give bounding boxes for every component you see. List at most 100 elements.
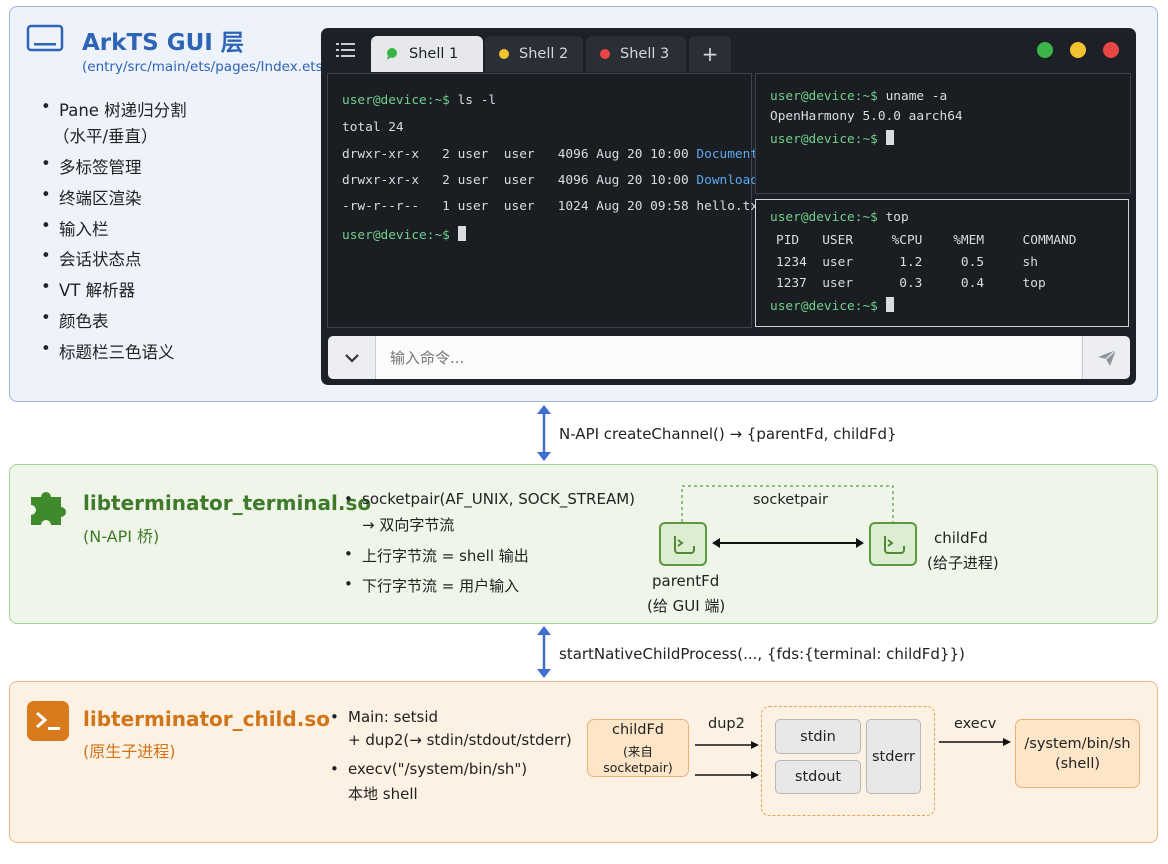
child-feature-list: Main: setsid + dup2(→ stdin/stdout/stder… bbox=[330, 708, 590, 806]
expand-button[interactable] bbox=[328, 336, 376, 379]
terminal-prompt-icon bbox=[27, 701, 69, 741]
terminal-pane-top-right[interactable]: user@device:~$ uname -a OpenHarmony 5.0.… bbox=[755, 73, 1131, 194]
prompt: user@device:~$ bbox=[770, 89, 878, 104]
bidirectional-arrow bbox=[537, 626, 551, 678]
command-input[interactable] bbox=[376, 336, 1081, 379]
terminal-pane-bottom-right[interactable]: user@device:~$ top PID USER %CPU %MEM CO… bbox=[755, 199, 1129, 327]
cursor bbox=[885, 297, 894, 312]
execv-arrow bbox=[939, 738, 1011, 746]
fd-icon bbox=[884, 536, 905, 554]
child-layer-title: libterminator_child.so bbox=[83, 707, 330, 731]
send-button[interactable] bbox=[1082, 336, 1131, 379]
command-input-bar bbox=[328, 336, 1130, 379]
box-sublabel: (shell) bbox=[1054, 755, 1101, 772]
list-item-cont: （水平/垂直） bbox=[41, 123, 311, 154]
prompt: user@device:~$ bbox=[342, 93, 450, 108]
list-item-cont: + dup2(→ stdin/stdout/stderr) bbox=[330, 731, 590, 760]
command-text: top bbox=[877, 210, 909, 225]
output-line: OpenHarmony 5.0.0 aarch64 bbox=[770, 109, 963, 124]
napi-feature-list: socketpair(AF_UNIX, SOCK_STREAM) → 双向字节流… bbox=[344, 490, 644, 605]
window-yellow-dot[interactable] bbox=[1070, 42, 1086, 58]
tab-label: Shell 2 bbox=[519, 46, 569, 62]
add-tab-button[interactable]: + bbox=[689, 36, 731, 72]
terminal-window: Shell 1 Shell 2 Shell 3 + user@device:~$… bbox=[321, 28, 1136, 385]
childfd-label: childFd bbox=[934, 529, 988, 547]
childfd-sublabel: (给子进程) bbox=[927, 554, 999, 572]
napi-layer-subtitle: (N-API 桥) bbox=[83, 527, 160, 546]
list-item: 会话状态点 bbox=[41, 246, 311, 277]
createchannel-label: N-API createChannel() → {parentFd, child… bbox=[559, 425, 897, 443]
childfd-node bbox=[869, 522, 917, 566]
process-row: 1234 user 1.2 0.5 sh bbox=[776, 255, 1038, 270]
list-item: 颜色表 bbox=[41, 308, 311, 339]
parentfd-label: parentFd bbox=[652, 572, 720, 590]
bidirectional-arrow bbox=[712, 538, 864, 548]
socketpair-label: socketpair bbox=[753, 492, 828, 508]
tab-label: Shell 1 bbox=[409, 46, 459, 62]
list-item: Main: setsid bbox=[330, 708, 590, 731]
output-line: total 24 bbox=[342, 120, 404, 135]
stdout-box: stdout bbox=[775, 760, 861, 794]
list-item: socketpair(AF_UNIX, SOCK_STREAM) bbox=[344, 490, 644, 514]
tab-shell-1[interactable]: Shell 1 bbox=[371, 36, 483, 72]
gui-feature-list: Pane 树递归分割 （水平/垂直） 多标签管理 终端区渲染 输入栏 会话状态点… bbox=[41, 97, 311, 370]
list-item: 下行字节流 = 用户输入 bbox=[344, 575, 644, 605]
prompt: user@device:~$ bbox=[770, 299, 878, 314]
command-text: uname -a bbox=[877, 89, 948, 104]
puzzle-piece-icon bbox=[31, 492, 66, 525]
file-meta: drwxr-xr-x 2 user user 4096 Aug 20 10:00 bbox=[342, 173, 697, 188]
monitor-icon bbox=[26, 24, 64, 52]
prompt: user@device:~$ bbox=[770, 132, 878, 147]
terminal-pane-left[interactable]: user@device:~$ ls -l total 24 drwxr-xr-x… bbox=[327, 73, 766, 328]
status-dot bbox=[499, 49, 509, 59]
list-item: Pane 树递归分割 bbox=[41, 97, 311, 123]
hamburger-menu-icon[interactable] bbox=[336, 42, 356, 58]
parentfd-node bbox=[659, 522, 707, 566]
box-label: /system/bin/sh bbox=[1024, 735, 1131, 752]
socketpair-bracket bbox=[681, 485, 894, 522]
execv-label: execv bbox=[954, 716, 997, 732]
file-name: Downloads bbox=[696, 173, 766, 188]
fd-icon bbox=[674, 536, 695, 554]
tab-shell-2[interactable]: Shell 2 bbox=[485, 36, 583, 72]
gui-layer-title: ArkTS GUI 层 bbox=[82, 30, 244, 56]
prompt: user@device:~$ bbox=[770, 210, 878, 225]
napi-layer-title: libterminator_terminal.so bbox=[83, 491, 372, 515]
window-red-dot[interactable] bbox=[1103, 42, 1119, 58]
child-layer-subtitle: (原生子进程) bbox=[83, 742, 176, 761]
file-meta: drwxr-xr-x 2 user user 4096 Aug 20 10:00 bbox=[342, 147, 697, 162]
list-item: 标题栏三色语义 bbox=[41, 339, 311, 370]
list-item: 终端区渲染 bbox=[41, 185, 311, 216]
list-item: VT 解析器 bbox=[41, 277, 311, 308]
childfd-source-box: childFd (来自 socketpair) bbox=[587, 719, 689, 777]
list-item-cont: → 双向字节流 bbox=[344, 514, 644, 545]
file-meta: -rw-r--r-- 1 user user 1024 Aug 20 09:58 bbox=[342, 199, 697, 214]
dup2-arrows bbox=[695, 741, 759, 779]
stderr-box: stderr bbox=[866, 719, 921, 794]
command-text: ls -l bbox=[449, 93, 497, 108]
fd-group bbox=[761, 706, 935, 816]
stdin-box: stdin bbox=[775, 719, 861, 754]
file-name: hello.txt bbox=[696, 199, 766, 214]
list-item: 输入栏 bbox=[41, 216, 311, 246]
bidirectional-arrow bbox=[537, 405, 551, 461]
list-item-cont: 本地 shell bbox=[330, 783, 590, 806]
parentfd-sublabel: (给 GUI 端) bbox=[647, 597, 726, 615]
prompt: user@device:~$ bbox=[342, 228, 450, 243]
dup2-label: dup2 bbox=[708, 716, 745, 732]
list-item: 多标签管理 bbox=[41, 154, 311, 185]
startnativechildprocess-label: startNativeChildProcess(..., {fds:{termi… bbox=[559, 645, 965, 663]
chat-bubble-icon bbox=[387, 48, 397, 60]
process-header: PID USER %CPU %MEM COMMAND bbox=[776, 233, 1077, 248]
chevron-down-icon bbox=[344, 353, 359, 363]
cursor bbox=[885, 130, 894, 145]
tab-shell-3[interactable]: Shell 3 bbox=[586, 36, 686, 72]
box-label: childFd bbox=[612, 721, 664, 738]
list-item: execv("/system/bin/sh") bbox=[330, 760, 590, 783]
file-name: Documents bbox=[696, 147, 766, 162]
send-icon bbox=[1098, 349, 1117, 366]
window-green-dot[interactable] bbox=[1037, 42, 1053, 58]
tab-label: Shell 3 bbox=[620, 46, 670, 62]
list-item: 上行字节流 = shell 输出 bbox=[344, 545, 644, 575]
box-sublabel: (来自 socketpair) bbox=[603, 743, 673, 775]
